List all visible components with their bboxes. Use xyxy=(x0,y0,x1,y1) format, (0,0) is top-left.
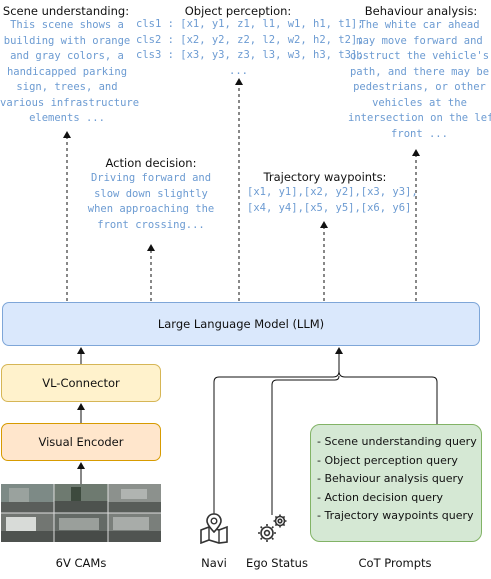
scene-text-line: building with orange xyxy=(3,34,131,47)
action-text-line: Driving forward and xyxy=(90,172,212,184)
object-title: Object perception: xyxy=(184,4,292,18)
scene-title: Scene understanding: xyxy=(2,4,130,18)
behaviour-text-line: may move forward and xyxy=(356,34,483,47)
scene-text-line: handicapped parking xyxy=(6,65,128,78)
trajectory-text: [x1, y1],[x2, y2],[x3, y3], [x4, y4],[x5,… xyxy=(247,185,418,216)
visual-encoder-label: Visual Encoder xyxy=(38,435,124,449)
behaviour-text-line: The white car ahead xyxy=(359,19,480,31)
behaviour-text-line: front ... xyxy=(391,127,448,140)
scene-text-line: This scene shows a xyxy=(10,19,124,31)
visual-encoder-box: Visual Encoder xyxy=(1,423,161,461)
behaviour-text-line: obstruct the vehicle's xyxy=(349,50,490,62)
camera-images xyxy=(1,484,161,542)
cot-query-behaviour: - Behaviour analysis query xyxy=(317,472,464,485)
navi-label: Navi xyxy=(201,556,227,570)
object-text-line: ... xyxy=(229,64,248,77)
scene-text: This scene shows a building with orange an… xyxy=(0,18,140,127)
behaviour-text-line: intersection on the left xyxy=(348,112,491,124)
cot-line xyxy=(338,370,438,424)
object-text-line: cls1 : [x1, y1, z1, l1, w1, h1, t1]; xyxy=(136,18,364,30)
scene-text-line: and gray colors, a xyxy=(10,50,124,62)
cams-label: 6V CAMs xyxy=(55,556,107,570)
object-text: cls1 : [x1, y1, z1, l1, w1, h1, t1]; cls2… xyxy=(136,17,364,79)
trajectory-text-line: [x1, y1],[x2, y2],[x3, y3], xyxy=(247,186,418,198)
vl-connector-box: VL-Connector xyxy=(1,364,161,402)
llm-box: Large Language Model (LLM) xyxy=(2,302,480,346)
cot-query-action: - Action decision query xyxy=(317,490,444,504)
gear-icon xyxy=(256,512,290,544)
cot-query-object: - Object perception query xyxy=(317,453,458,467)
behaviour-text-line: vehicles at the xyxy=(372,96,467,109)
object-text-line: cls2 : [x2, y2, z2, l2, w2, h2, t2]; xyxy=(136,33,364,46)
cot-label: CoT Prompts xyxy=(358,556,432,570)
ego-label: Ego Status xyxy=(246,556,308,570)
action-title: Action decision: xyxy=(105,156,197,170)
navigation-map-icon xyxy=(198,512,230,545)
behaviour-text-line: pedestrians, or other xyxy=(353,81,486,93)
object-text-line: cls3 : [x3, y3, z3, l3, w3, h3, t3]; xyxy=(136,49,364,61)
scene-text-line: elements ... xyxy=(29,112,105,124)
action-text: Driving forward and slow down slightly whe… xyxy=(84,171,218,233)
behaviour-title: Behaviour analysis: xyxy=(364,4,478,18)
cot-query-scene: - Scene understanding query xyxy=(317,435,477,448)
action-text-line: when approaching the xyxy=(87,203,215,215)
trajectory-text-line: [x4, y4],[x5, y5],[x6, y6] xyxy=(247,201,412,214)
trajectory-title: Trajectory waypoints: xyxy=(263,170,387,184)
behaviour-text: The white car ahead may move forward and o… xyxy=(348,18,491,142)
scene-text-line: sign, trees, and xyxy=(16,81,118,93)
vl-connector-label: VL-Connector xyxy=(42,376,120,390)
camera-grid xyxy=(1,484,161,542)
action-text-line: front crossing... xyxy=(97,218,205,231)
navi-line xyxy=(213,370,340,515)
llm-label: Large Language Model (LLM) xyxy=(157,317,325,331)
cot-prompts-box: - Scene understanding query - Object per… xyxy=(310,424,482,542)
behaviour-text-line: path, and there may be xyxy=(349,65,490,78)
action-text-line: slow down slightly xyxy=(94,187,208,200)
scene-text-line: various infrastructure xyxy=(0,96,140,109)
cot-query-trajectory: - Trajectory waypoints query xyxy=(317,509,474,522)
ego-line xyxy=(271,375,340,515)
